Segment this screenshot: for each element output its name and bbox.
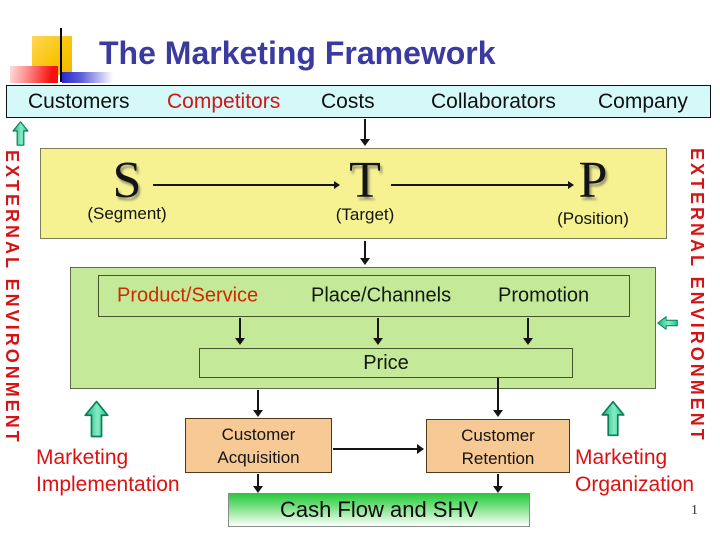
arrow-stp-to-mix	[360, 241, 370, 265]
stp-target-label: (Target)	[335, 205, 395, 224]
five-cs-company: Company	[598, 89, 688, 113]
decoration-blue-bar	[62, 72, 116, 83]
arrow-product-to-price	[235, 318, 245, 345]
arrow-mix-to-acquisition	[253, 390, 263, 417]
decoration-vertical-line	[60, 28, 62, 82]
arrow-bar-to-stp	[360, 119, 370, 146]
stp-box	[40, 148, 667, 239]
external-environment-left-label: EXTERNAL ENVIRONMENT	[2, 150, 22, 445]
stp-target: T	[349, 152, 381, 209]
stp-position: P	[578, 152, 608, 209]
marketing-implementation-line2: Implementation	[36, 473, 180, 496]
five-cs-competitors: Competitors	[167, 89, 281, 113]
stp-position-label: (Position)	[557, 209, 629, 228]
arrow-acquisition-to-cashflow	[253, 474, 263, 493]
price-box: Price	[199, 348, 573, 378]
mix-elements-box: Product/Service Place/Channels Promotion	[98, 275, 630, 317]
customer-acquisition-line1: Customer	[221, 425, 296, 444]
external-environment-right-label: EXTERNAL ENVIRONMENT	[687, 148, 707, 443]
five-cs-costs: Costs	[321, 89, 375, 113]
mix-product-service: Product/Service	[117, 284, 259, 307]
arrow-place-to-price	[373, 318, 383, 345]
customer-retention-box: Customer Retention	[426, 419, 570, 473]
customer-acquisition-line2: Acquisition	[217, 448, 300, 467]
customer-acquisition-box: Customer Acquisition	[185, 418, 332, 473]
customer-retention-line2: Retention	[461, 449, 535, 468]
stp-segment-label: (Segment)	[87, 204, 167, 223]
marketing-organization-line2: Organization	[575, 473, 695, 496]
stp-letter-p: P	[578, 152, 608, 209]
five-cs-collaborators: Collaborators	[431, 89, 556, 113]
marketing-organization-label: Marketing Organization	[575, 444, 694, 498]
stp-segment: S	[112, 152, 142, 209]
mix-promotion: Promotion	[498, 284, 590, 307]
customer-retention-line1: Customer	[461, 426, 535, 445]
left-arrow-icon	[657, 316, 678, 330]
decoration-red-bar	[10, 66, 58, 83]
slide-title: The Marketing Framework	[99, 35, 496, 71]
five-cs-customers: Customers	[28, 89, 130, 113]
arrow-t-to-p	[391, 181, 574, 188]
marketing-organization-line1: Marketing	[575, 446, 668, 469]
arrow-retention-to-cashflow	[493, 474, 503, 493]
arrow-s-to-t	[153, 181, 340, 188]
arrow-acquisition-to-retention	[333, 444, 424, 454]
up-arrow-icon	[12, 121, 29, 146]
up-arrow-icon	[84, 400, 109, 438]
marketing-implementation-label: Marketing Implementation	[36, 444, 180, 498]
marketing-implementation-line1: Marketing	[36, 446, 129, 469]
cash-flow-box: Cash Flow and SHV	[228, 493, 530, 527]
up-arrow-icon	[601, 400, 625, 437]
page-number: 1	[691, 503, 698, 518]
marketing-mix-box: Product/Service Place/Channels Promotion…	[70, 267, 656, 389]
mix-place-channels: Place/Channels	[311, 284, 452, 307]
stp-letter-s: S	[112, 152, 142, 209]
stp-letter-t: T	[349, 152, 381, 209]
arrow-mix-to-retention	[493, 378, 503, 417]
five-cs-bar: Customers Competitors Costs Collaborator…	[6, 85, 711, 118]
arrow-promotion-to-price	[523, 318, 533, 345]
